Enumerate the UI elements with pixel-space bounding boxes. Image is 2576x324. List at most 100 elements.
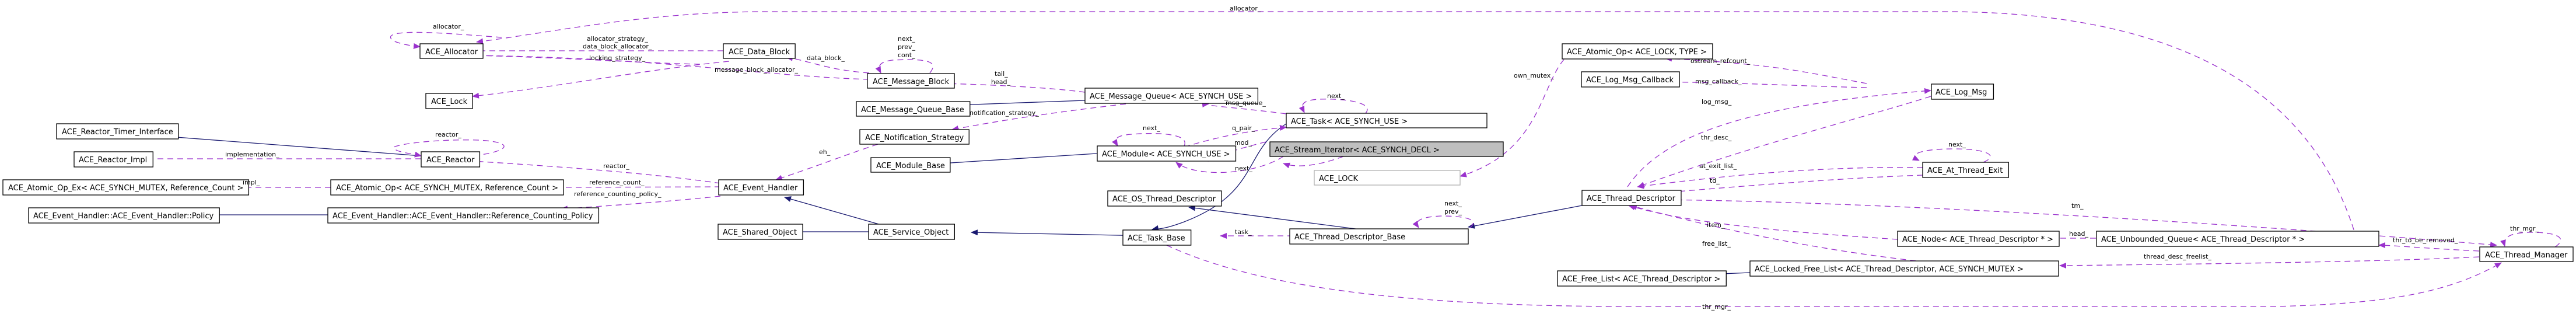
edge-label-task-next: next_ (1327, 92, 1345, 100)
edge-label-thr-mgr-self: thr_mgr_ (2510, 225, 2539, 232)
edge-label-reactor-self: reactor_ (435, 131, 461, 138)
edge-thr-desc (1637, 96, 1931, 187)
node-label: ACE_OS_Thread_Descriptor (1112, 195, 1216, 204)
edge-label-td: td_ (1710, 177, 1720, 184)
edge-thread-desc-freelist (2059, 256, 2480, 269)
node-locked-free-list[interactable]: ACE_Locked_Free_List< ACE_Thread_Descrip… (1749, 260, 2059, 277)
edge-stream-iterator-to-module (1283, 156, 1344, 169)
node-label: ACE_Thread_Descriptor (1587, 194, 1676, 203)
node-stream-iterator[interactable]: ACE_Stream_Iterator< ACE_SYNCH_DECL > (1269, 141, 1504, 157)
node-module-base[interactable]: ACE_Module_Base (870, 157, 951, 173)
edge-label-tdb-next: next_ (1444, 200, 1462, 207)
edge-reactor-eh (473, 158, 721, 184)
node-shared-object[interactable]: ACE_Shared_Object (718, 224, 803, 240)
node-label: ACE_At_Thread_Exit (1927, 166, 2003, 175)
edge-label-tdb-prev: prev_ (1444, 208, 1462, 215)
edge-label-mb-next: next_ (898, 35, 915, 43)
edge-label-at-exit-list: at_exit_list_ (1699, 162, 1737, 170)
edge-label-msg-callback: msg_callback_ (1695, 78, 1742, 85)
edge-label-thr-mgr: thr_mgr_ (1702, 303, 1731, 311)
edge-labels-layer: allocator_ allocator_ allocator_strategy… (225, 5, 2539, 311)
node-message-queue-base[interactable]: ACE_Message_Queue_Base (856, 101, 971, 117)
node-atomic-op-ref[interactable]: ACE_Atomic_Op< ACE_SYNCH_MUTEX, Referenc… (330, 179, 564, 196)
node-free-list[interactable]: ACE_Free_List< ACE_Thread_Descriptor > (1557, 270, 1727, 287)
node-thread-manager[interactable]: ACE_Thread_Manager (2479, 246, 2574, 262)
node-reactor[interactable]: ACE_Reactor (421, 151, 481, 168)
edge-label-ostream-refcount: ostream_refcount_ (1690, 57, 1751, 65)
node-label: ACE_Atomic_Op< ACE_LOCK, TYPE > (1567, 48, 1707, 57)
edge-task-to-task-base (1152, 123, 1287, 231)
node-label: ACE_Task_Base (1128, 234, 1185, 243)
node-label: ACE_Lock (431, 97, 468, 106)
node-task-base[interactable]: ACE_Task_Base (1122, 229, 1192, 246)
edges-layer (144, 11, 2561, 307)
node-reactor-impl[interactable]: ACE_Reactor_Impl (74, 151, 153, 168)
edge-reactor-self (393, 140, 505, 158)
nodes-layer: ACE_Reactor_Timer_Interface ACE_Reactor_… (2, 43, 2574, 287)
node-ace-lock-template[interactable]: ACE_LOCK (1314, 170, 1461, 186)
node-reactor-timer-interface[interactable]: ACE_Reactor_Timer_Interface (56, 123, 179, 140)
edge-label-mb-cont: cont_ (898, 51, 915, 59)
node-label: ACE_Unbounded_Queue< ACE_Thread_Descript… (2101, 235, 2305, 244)
node-eh-refpolicy[interactable]: ACE_Event_Handler::ACE_Event_Handler::Re… (327, 207, 600, 224)
edge-at-thread-exit-self (1912, 148, 1991, 163)
edge-td (1656, 175, 1923, 196)
edge-label-module-self: next_ (1143, 124, 1160, 132)
node-label: ACE_Free_List< ACE_Thread_Descriptor > (1562, 275, 1720, 284)
node-label: ACE_Event_Handler::ACE_Event_Handler::Po… (33, 212, 214, 221)
edge-message-queue-to-base (956, 100, 1086, 108)
node-atomic-op-ex[interactable]: ACE_Atomic_Op_Ex< ACE_SYNCH_MUTEX, Refer… (2, 179, 250, 196)
node-data-block[interactable]: ACE_Data_Block (723, 43, 796, 59)
node-eh-policy[interactable]: ACE_Event_Handler::ACE_Event_Handler::Po… (28, 207, 220, 224)
node-label: ACE_Atomic_Op_Ex< ACE_SYNCH_MUTEX, Refer… (8, 184, 243, 193)
edge-module-next (1175, 156, 1284, 173)
edge-label-at-thread-exit-next: next_ (1948, 141, 1966, 148)
node-log-msg-callback[interactable]: ACE_Log_Msg_Callback (1581, 71, 1680, 88)
node-thread-descriptor[interactable]: ACE_Thread_Descriptor (1581, 190, 1682, 206)
node-label: ACE_Reactor_Timer_Interface (62, 128, 173, 137)
edge-label-allocator-strategy: allocator_strategy_ (587, 35, 648, 43)
node-message-queue[interactable]: ACE_Message_Queue< ACE_SYNCH_USE > (1084, 88, 1259, 104)
node-log-msg[interactable]: ACE_Log_Msg (1931, 83, 1994, 100)
node-lock[interactable]: ACE_Lock (425, 93, 473, 109)
edge-message-block-self (875, 59, 933, 74)
node-node-td[interactable]: ACE_Node< ACE_Thread_Descriptor * > (1897, 231, 2060, 247)
node-allocator[interactable]: ACE_Allocator (419, 43, 484, 59)
edge-free-list (1630, 204, 1946, 264)
node-unbounded-queue[interactable]: ACE_Unbounded_Queue< ACE_Thread_Descript… (2096, 231, 2379, 247)
node-label: ACE_Message_Queue< ACE_SYNCH_USE > (1090, 92, 1252, 101)
edge-label-data-block: data_block_ (807, 54, 845, 62)
edge-label-mb-prev: prev_ (898, 43, 916, 51)
node-event-handler[interactable]: ACE_Event_Handler (718, 179, 804, 196)
node-label: ACE_Reactor_Impl (79, 156, 147, 165)
edge-label-msg-queue: msg_queue_ (1226, 99, 1266, 107)
edge-locking-strategy (476, 53, 701, 65)
node-module[interactable]: ACE_Module< ACE_SYNCH_USE > (1097, 145, 1237, 162)
node-label: ACE_Event_Handler (723, 184, 798, 193)
node-label: ACE_Message_Block (873, 78, 950, 86)
node-os-thread-descriptor[interactable]: ACE_OS_Thread_Descriptor (1107, 190, 1222, 207)
edge-label-notification-strategy: notification_strategy_ (970, 109, 1039, 117)
node-at-thread-exit[interactable]: ACE_At_Thread_Exit (1922, 162, 2009, 178)
edge-reference-counting-policy (561, 196, 721, 212)
edge-label-reference-count: reference_count_ (589, 179, 645, 186)
edge-tdb-to-os-thread-descriptor (1188, 205, 1383, 233)
edge-msg-callback (1655, 79, 1867, 88)
edge-label-allocator-self: allocator_ (433, 23, 464, 30)
node-notification-strategy[interactable]: ACE_Notification_Strategy (859, 129, 970, 145)
node-thread-descriptor-base[interactable]: ACE_Thread_Descriptor_Base (1289, 228, 1469, 245)
edge-label-thr-desc: thr_desc_ (1701, 134, 1732, 141)
node-label: ACE_Locked_Free_List< ACE_Thread_Descrip… (1755, 265, 2024, 274)
node-label: ACE_Service_Object (873, 228, 949, 237)
edge-data-block (786, 55, 870, 74)
edge-tm (1656, 199, 2497, 248)
node-atomic-op-lock[interactable]: ACE_Atomic_Op< ACE_LOCK, TYPE > (1562, 43, 1713, 60)
node-label: ACE_Node< ACE_Thread_Descriptor * > (1902, 235, 2053, 244)
node-message-block[interactable]: ACE_Message_Block (867, 73, 955, 89)
edge-task-base-to-service-object (971, 229, 1149, 236)
edge-module-self (1112, 133, 1185, 147)
edge-label-item: item_ (1707, 221, 1725, 229)
node-service-object[interactable]: ACE_Service_Object (868, 224, 955, 240)
node-task[interactable]: ACE_Task< ACE_SYNCH_USE > (1286, 113, 1488, 128)
